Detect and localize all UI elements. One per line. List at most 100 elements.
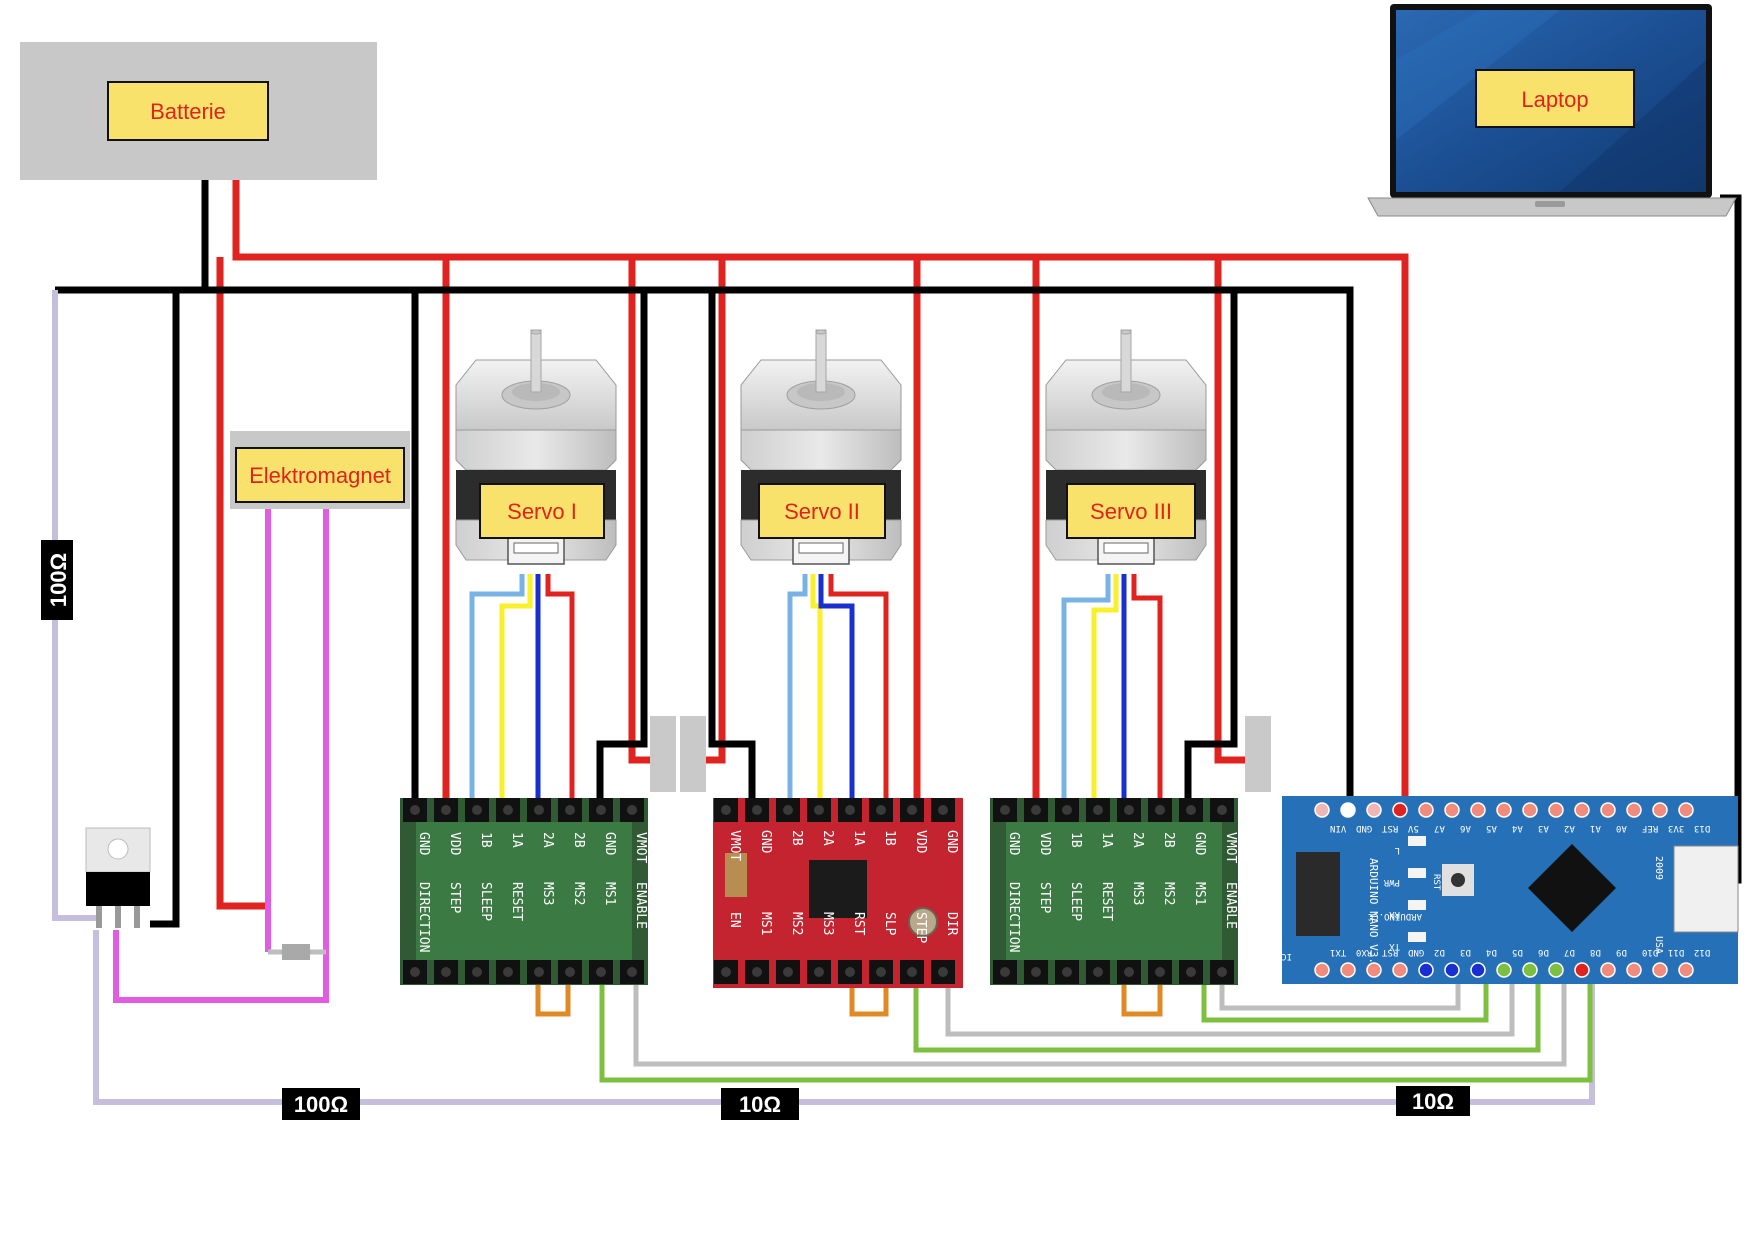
header-pin [1086,960,1110,984]
arduino-pin: RST [1366,802,1398,833]
header-pin [1086,798,1110,822]
diode [268,944,326,960]
motor-coil-wires [469,574,1163,800]
header-pin [1148,798,1172,822]
stepper-driver-1 [400,798,648,985]
svg-text:A0: A0 [1616,823,1627,833]
header-pin [807,960,831,984]
header-pin [496,960,520,984]
svg-text:GND: GND [1356,823,1372,833]
signal-wires [599,970,1593,1083]
driver-headers [403,798,1234,984]
arduino-led-label: TX [1389,941,1400,951]
driver-pin-label: 1B [882,830,897,846]
arduino-pin: D7 [1548,947,1575,978]
driver-pin-label: SLEEP [1068,882,1083,921]
svg-text:A7: A7 [1434,823,1445,833]
svg-text:A3: A3 [1538,823,1549,833]
driver-pin-label: 1B [1068,832,1083,848]
header-pin [745,798,769,822]
stepper-motor-3: Servo III [1045,329,1207,565]
stepper-motor-2: Servo II [740,329,902,565]
electromagnet-label: Elektromagnet [249,463,391,488]
arduino-led-label: RX [1389,909,1400,919]
svg-text:TX1: TX1 [1330,947,1346,957]
svg-text:A6: A6 [1460,823,1471,833]
arduino-pin: RST [1366,947,1398,978]
arduino-rst-label: RST [1431,874,1441,891]
svg-text:D6: D6 [1538,947,1549,957]
header-pin [434,960,458,984]
header-pin [869,798,893,822]
driver-pin-label: ENABLE [633,882,648,929]
svg-text:D7: D7 [1564,947,1575,957]
laptop: Laptop [1367,4,1737,217]
arduino-pin: VIN [1314,802,1346,833]
header-pin [993,960,1017,984]
battery-label: Batterie [150,99,226,124]
header-pin [714,798,738,822]
svg-text:D5: D5 [1512,947,1523,957]
header-pin [558,798,582,822]
header-pin [1024,960,1048,984]
stepper-motor-1: Servo I [455,329,617,565]
header-pin [776,960,800,984]
driver-pin-label: SLP [882,912,897,936]
svg-text:3V3: 3V3 [1668,823,1684,833]
driver-pin-label: MS3 [540,882,555,905]
driver-pin-label: MS1 [602,882,617,905]
driver-pin-label: MS1 [1192,882,1207,905]
arduino-pin: D13 [1678,802,1710,833]
driver-pin-label: 1A [509,832,524,848]
header-pin [558,960,582,984]
header-pin [1117,798,1141,822]
arduino-pin: D4 [1470,947,1497,978]
header-pin [776,798,800,822]
svg-text:100Ω: 100Ω [46,553,71,607]
header-pin [403,960,427,984]
header-pin [1179,960,1203,984]
svg-text:D3: D3 [1460,947,1471,957]
svg-text:D12: D12 [1694,947,1710,957]
driver-pin-label: 1A [1099,832,1114,848]
stepper-driver-2 [713,798,963,988]
svg-text:D4: D4 [1486,947,1497,957]
driver-pin-label: VDD [1037,832,1052,856]
header-pin [869,960,893,984]
arduino-pin: D10 [1626,947,1658,978]
header-pin [434,798,458,822]
electromagnet-label-box [235,447,405,503]
arduino-nano: ARDUINO NANO V3.0ARDUINO.CCICSPUSA2009RS… [1270,796,1739,984]
svg-text:100Ω: 100Ω [294,1092,348,1117]
stepper-driver-3 [990,798,1238,985]
driver-pin-label: MS2 [789,912,804,935]
driver-pin-label: SLEEP [478,882,493,921]
header-pin [465,960,489,984]
arduino-icsp-label: ICSP [1270,951,1292,961]
header-pin [527,798,551,822]
header-pin [1024,798,1048,822]
arduino-pin: D9 [1600,947,1627,978]
driver-pin-label: 1A [851,830,866,846]
header-pin [900,798,924,822]
driver-pin-label: 2A [820,830,835,846]
header-pin [1117,960,1141,984]
driver-pin-label: MS1 [758,912,773,935]
electromagnet-wires [113,508,329,1003]
arduino-pin: A2 [1548,802,1575,833]
header-pin [838,960,862,984]
arduino-pin: D11 [1652,947,1684,978]
svg-text:10Ω: 10Ω [1412,1089,1454,1114]
driver-pin-label: VDD [447,832,462,856]
sleep-reset-jumpers [535,985,1163,1017]
driver-pin-label: 1B [478,832,493,848]
usb-cable [1710,194,1742,884]
header-pin [620,798,644,822]
driver-pin-label: 2A [540,832,555,848]
arduino-pin: D12 [1678,947,1710,978]
battery: Batterie [20,42,377,180]
header-pin [931,960,955,984]
resistor-label-bottom-left: 100Ω [282,1088,360,1120]
